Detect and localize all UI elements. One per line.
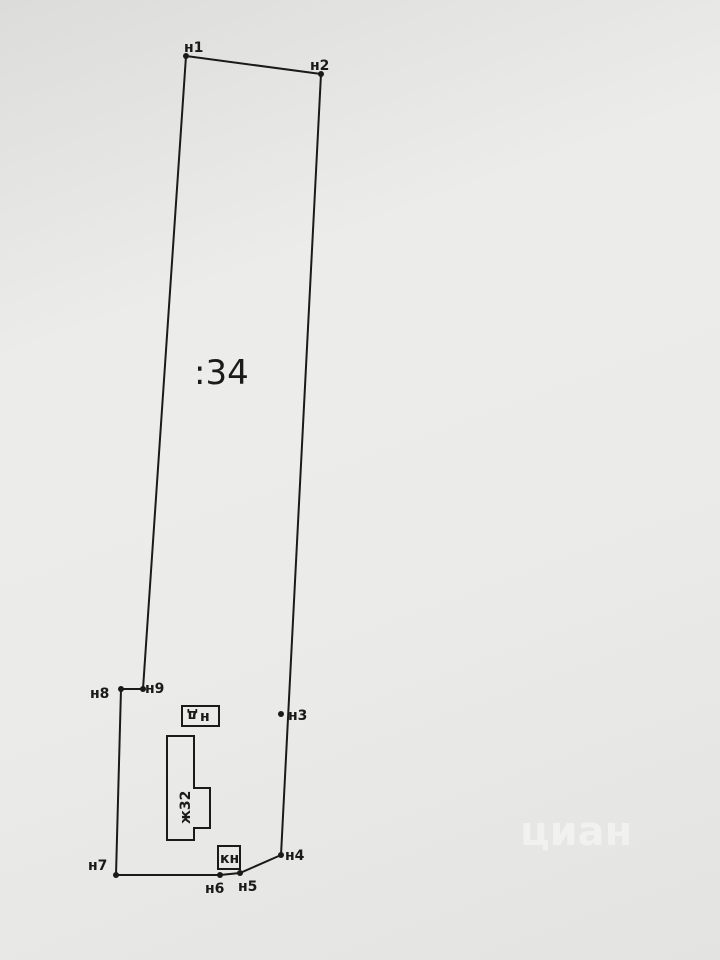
building-dn: д н bbox=[181, 705, 220, 727]
building-main: ж32 bbox=[166, 735, 211, 841]
building-dn-label: н bbox=[200, 709, 210, 725]
vertex-label-n7: н7 bbox=[88, 858, 107, 874]
watermark: циан bbox=[520, 809, 632, 855]
vertex-n5 bbox=[237, 870, 243, 876]
vertex-label-n9: н9 bbox=[145, 681, 164, 697]
parcel-boundary bbox=[114, 54, 323, 876]
vertex-n3 bbox=[278, 711, 284, 717]
vertex-label-n1: н1 bbox=[184, 40, 203, 56]
vertex-label-n3: н3 bbox=[288, 708, 307, 724]
vertex-label-n4: н4 bbox=[285, 848, 305, 864]
vertex-label-n5: н5 bbox=[238, 879, 257, 895]
vertex-label-n6: н6 bbox=[205, 881, 224, 897]
building-kn: кн bbox=[217, 845, 241, 870]
vertex-n4 bbox=[278, 852, 284, 858]
vertex-label-n2: н2 bbox=[310, 58, 329, 74]
vertex-n8 bbox=[118, 686, 124, 692]
parcel-vertices bbox=[113, 53, 324, 878]
vertex-label-n8: н8 bbox=[90, 686, 109, 702]
vertex-n9 bbox=[140, 686, 146, 692]
parcel-number: :34 bbox=[194, 353, 249, 393]
vertex-n2 bbox=[318, 71, 324, 77]
vertex-n1 bbox=[183, 53, 189, 59]
building-dn-prefix: д bbox=[187, 707, 198, 723]
building-main-label: ж32 bbox=[178, 791, 194, 824]
vertex-n7 bbox=[113, 872, 119, 878]
building-kn-label: кн bbox=[220, 851, 239, 867]
vertex-n6 bbox=[217, 872, 223, 878]
